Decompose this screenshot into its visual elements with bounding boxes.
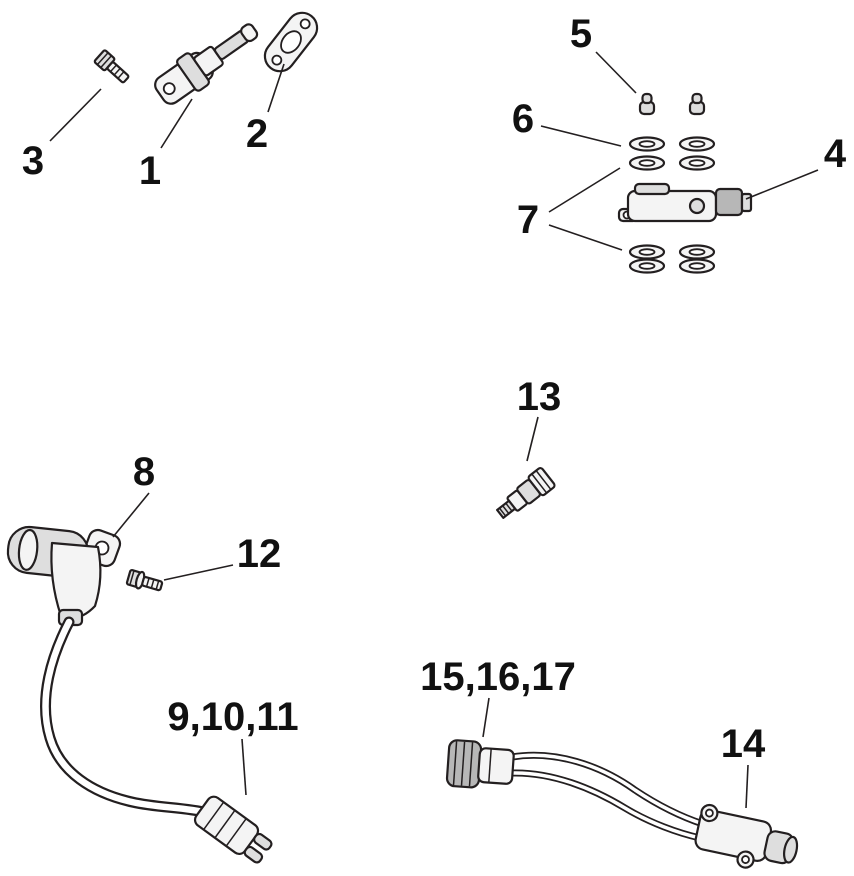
callout-label-9-10-11: 9,10,11 — [167, 695, 298, 739]
leader-line-4 — [745, 169, 819, 200]
callout-label-3: 3 — [22, 139, 44, 183]
leader-line-5 — [595, 51, 637, 94]
part-bolt-3 — [93, 49, 130, 84]
washer — [628, 155, 666, 171]
leader-line-9-10-11 — [241, 738, 247, 796]
part-gasket-2 — [263, 11, 319, 73]
washer — [678, 258, 716, 274]
washer — [678, 136, 716, 152]
callout-label-4: 4 — [824, 132, 847, 176]
part-sensor-1 — [154, 23, 259, 105]
leader-line-7 — [548, 224, 623, 251]
leader-line-6 — [540, 125, 622, 147]
washer — [678, 244, 716, 260]
leader-line-1 — [160, 98, 193, 149]
leader-line-7 — [548, 167, 621, 213]
leader-line-13 — [526, 416, 539, 462]
part-sensor-8 — [6, 525, 214, 819]
washer — [628, 136, 666, 152]
leader-line-15-16-17 — [482, 697, 490, 738]
callout-label-8: 8 — [133, 450, 155, 494]
leader-line-14 — [745, 764, 749, 809]
washer — [628, 258, 666, 274]
part-sensor-13 — [496, 467, 556, 519]
callout-label-6: 6 — [512, 97, 534, 141]
washer — [678, 155, 716, 171]
washer — [628, 244, 666, 260]
callout-label-12: 12 — [237, 532, 282, 576]
part-grommet-5a — [638, 92, 656, 116]
leader-line-3 — [49, 88, 102, 142]
part-connector-9-10-11 — [193, 795, 273, 864]
callout-label-13: 13 — [517, 375, 562, 419]
callout-label-5: 5 — [570, 12, 592, 56]
leader-line-8 — [112, 492, 150, 538]
callout-label-1: 1 — [139, 149, 161, 193]
part-bolt-12 — [125, 569, 164, 592]
callout-label-15-16-17: 15,16,17 — [420, 655, 576, 699]
callout-label-14: 14 — [721, 722, 766, 766]
leader-line-2 — [267, 63, 285, 113]
callout-label-2: 2 — [246, 112, 268, 156]
part-sensor-4 — [617, 182, 753, 223]
part-connector-15-16-17 — [445, 739, 515, 789]
callout-label-7: 7 — [517, 198, 539, 242]
leader-line-12 — [163, 564, 234, 581]
part-grommet-5b — [688, 92, 706, 116]
part-solenoid-14 — [694, 803, 799, 869]
